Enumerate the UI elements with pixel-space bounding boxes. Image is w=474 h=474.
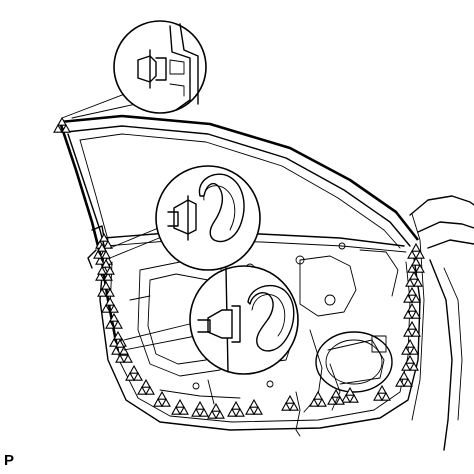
triangle-clip-marker-icon (171, 398, 189, 415)
triangle-clip-marker-icon (403, 302, 421, 319)
triangle-clip-marker-icon (281, 394, 299, 411)
clip-detail-upper (113, 20, 207, 114)
front-door-assembly (58, 114, 421, 431)
figure-corner-label: P (4, 452, 15, 469)
triangle-clip-marker-icon (405, 270, 423, 287)
triangle-clip-marker-icon (401, 354, 419, 371)
triangle-clip-marker-icon (95, 232, 113, 249)
triangle-clip-marker-icon (309, 390, 327, 407)
triangle-clip-marker-icon (341, 386, 359, 403)
clip-detail-lower (189, 265, 299, 375)
triangle-clip-marker-icon (407, 256, 425, 273)
clip-detail-middle (155, 165, 261, 271)
triangle-clip-marker-icon (101, 296, 119, 313)
triangle-clip-marker-icon (153, 390, 171, 407)
door-weatherstrip (59, 114, 420, 241)
car-body-pillar (409, 195, 474, 451)
triangle-clip-marker-icon (407, 242, 425, 259)
triangle-clip-marker-icon (97, 280, 115, 297)
triangle-clip-marker-icon (105, 312, 123, 329)
triangle-clip-marker-icon (327, 388, 345, 405)
triangle-clip-marker-icon (373, 384, 391, 401)
triangle-clip-marker-icon (403, 320, 421, 337)
triangle-clip-marker-icon (401, 338, 419, 355)
triangle-clip-marker-icon (125, 364, 143, 381)
triangle-clip-marker-icon (207, 402, 225, 419)
triangle-clip-marker-icon (53, 116, 71, 133)
triangle-clip-marker-icon (191, 400, 209, 417)
triangle-clip-marker-icon (227, 400, 245, 417)
triangle-clip-marker-icon (97, 258, 115, 275)
triangle-clip-marker-icon (93, 242, 111, 259)
triangle-clip-marker-icon (395, 370, 413, 387)
triangle-clip-marker-icon (245, 398, 263, 415)
triangle-clip-marker-icon (403, 286, 421, 303)
clip-marker-group (53, 116, 425, 419)
triangle-clip-marker-icon (137, 378, 155, 395)
triangle-clip-marker-icon (111, 338, 129, 355)
